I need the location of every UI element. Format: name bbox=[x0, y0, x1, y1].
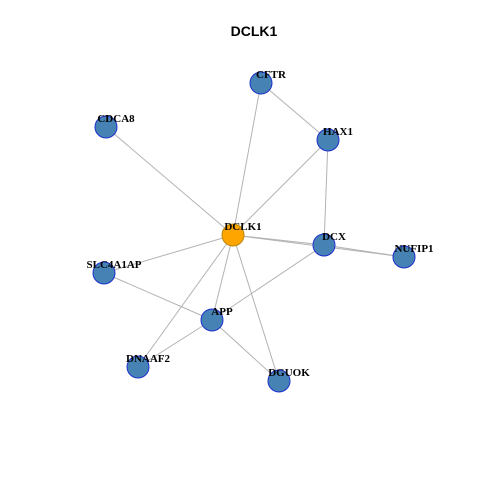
node-label-dclk1: DCLK1 bbox=[224, 221, 261, 233]
edge-app-dguok bbox=[211, 319, 280, 382]
edge-slc4a1ap-app bbox=[103, 272, 213, 321]
node-cftr bbox=[249, 71, 273, 95]
node-label-dguok: DGUOK bbox=[268, 367, 310, 379]
node-hax1 bbox=[316, 128, 340, 152]
node-nufip1 bbox=[392, 245, 416, 269]
edge-app-dnaaf2 bbox=[137, 319, 213, 368]
node-label-cdca8: CDCA8 bbox=[97, 113, 135, 125]
node-cdca8 bbox=[94, 115, 118, 139]
node-dclk1 bbox=[221, 223, 245, 247]
edge-dclk1-dguok bbox=[232, 234, 280, 382]
edge-dclk1-cftr bbox=[232, 82, 262, 236]
node-label-app: APP bbox=[211, 306, 233, 318]
node-label-dcx: DCX bbox=[322, 231, 346, 243]
edge-dclk1-cdca8 bbox=[105, 126, 234, 236]
edge-dclk1-app bbox=[211, 234, 234, 321]
node-dcx bbox=[312, 233, 336, 257]
node-label-nufip1: NUFIP1 bbox=[394, 243, 433, 255]
node-dguok bbox=[267, 369, 291, 393]
node-dnaaf2 bbox=[126, 355, 150, 379]
node-app bbox=[200, 308, 224, 332]
edge-dclk1-hax1 bbox=[232, 139, 329, 236]
node-label-slc4a1ap: SLC4A1AP bbox=[86, 259, 141, 271]
node-label-cftr: CFTR bbox=[256, 69, 287, 81]
edge-dclk1-dnaaf2 bbox=[137, 234, 234, 368]
graph-title: DCLK1 bbox=[231, 23, 278, 39]
node-label-hax1: HAX1 bbox=[323, 126, 353, 138]
node-layer bbox=[92, 71, 416, 393]
edge-cftr-hax1 bbox=[260, 82, 329, 141]
edge-dclk1-slc4a1ap bbox=[103, 234, 234, 274]
node-label-dnaaf2: DNAAF2 bbox=[126, 353, 170, 365]
edge-hax1-dcx bbox=[323, 139, 329, 246]
edge-dcx-nufip1 bbox=[323, 244, 405, 258]
edge-dcx-app bbox=[211, 244, 325, 321]
node-slc4a1ap bbox=[92, 261, 116, 285]
